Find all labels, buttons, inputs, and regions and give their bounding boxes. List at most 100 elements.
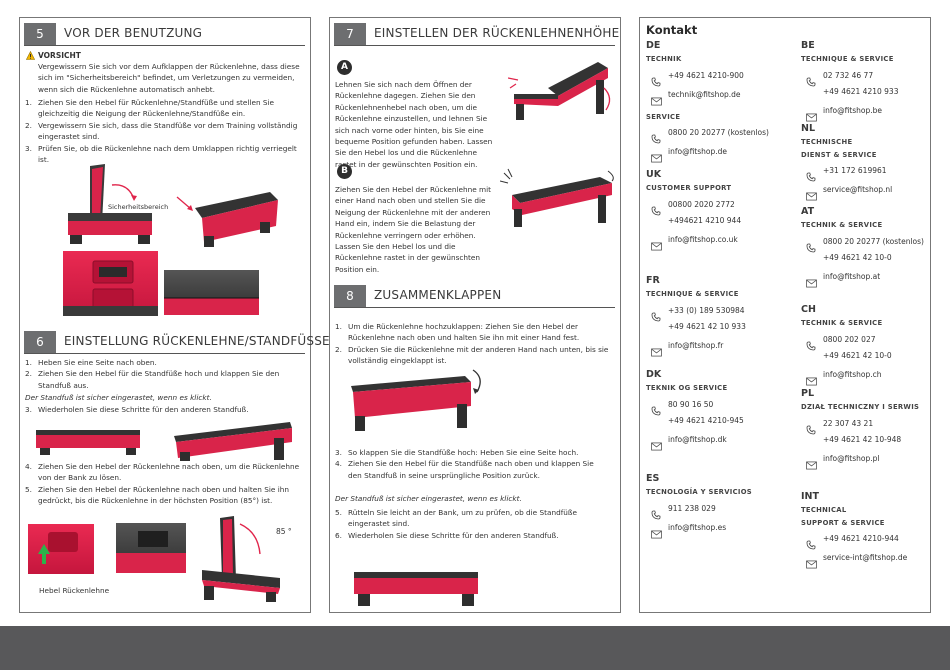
phone-number: 0800 20 20277 (kostenlos) — [823, 236, 924, 246]
email-link[interactable]: info@fitshop.pl — [823, 453, 880, 463]
text-line: Lassen Sie den Hebel los und die — [335, 242, 456, 252]
bench-85-degree-image — [192, 514, 287, 604]
mail-icon — [806, 554, 817, 569]
email-link[interactable]: service-int@fitshop.de — [823, 553, 908, 562]
mail-icon — [806, 107, 817, 121]
step-b-badge: B — [337, 164, 352, 179]
step-number: 2. — [25, 369, 32, 379]
panel-adjust: 7 EINSTELLEN DER RÜCKENLEHNENHÖHE A Lehn… — [329, 17, 621, 613]
step-number: 2. — [25, 120, 32, 130]
bench-safety-zone-image — [60, 161, 160, 246]
country-code: INT — [801, 491, 819, 502]
phone-icon — [651, 129, 661, 144]
phone-number: 80 90 16 50 — [668, 399, 714, 409]
text-line: Neigung der Rückenlehne mit der anderen — [335, 207, 491, 217]
step-text: gleichzeitig die Neigung der Rückenlehne… — [38, 109, 246, 119]
step-number: 5. — [335, 508, 342, 517]
country-code: UK — [646, 169, 662, 180]
lever-label: Hebel Rückenlehne — [39, 586, 110, 595]
mail-icon — [806, 273, 817, 287]
phone-icon — [806, 238, 816, 252]
country-code: NL — [801, 123, 816, 134]
phone-icon — [806, 336, 816, 350]
list-item: 6.Wiederholen Sie diese Schritte für den… — [335, 530, 617, 541]
note-click: Der Standfuß ist sicher eingerastet, wen… — [25, 393, 212, 402]
list-item: 1.Ziehen Sie den Hebel für Rückenlehne/S… — [25, 97, 307, 120]
phone-icon — [651, 401, 661, 415]
phone-number: 911 238 029 — [668, 503, 716, 513]
list-item: 4.Ziehen Sie den Hebel für die Standfüße… — [335, 458, 617, 481]
steps-section-8c: 5.Rütteln Sie leicht an der Bank, um zu … — [335, 507, 617, 541]
email-link[interactable]: info@fitshop.be — [823, 105, 883, 115]
email-link[interactable]: info@fitshop.es — [668, 522, 727, 532]
text-line: sich im "Sicherheitsbereich" befindet, u… — [38, 73, 295, 83]
step-b-text: Ziehen Sie den Hebel der Rückenlehne mit… — [335, 184, 499, 275]
step-text: eingerastet sind. — [38, 132, 100, 142]
email-link[interactable]: info@fitshop.ch — [823, 369, 882, 379]
service-label: TECHNISCHE — [801, 138, 853, 146]
section-6-header: 6 EINSTELLUNG RÜCKENLEHNE/STANDFÜSSE — [24, 331, 330, 354]
step-number: 4. — [335, 459, 342, 469]
section-title: EINSTELLEN DER RÜCKENLEHNENHÖHE — [374, 26, 620, 40]
bench-incline-image-b — [500, 165, 618, 231]
country-code: FR — [646, 275, 660, 286]
step-number: 3. — [25, 405, 32, 414]
service-label: TECHNIQUE & SERVICE — [801, 55, 894, 63]
step-text: Drücken Sie die Rückenlehne mit der ande… — [348, 344, 609, 354]
text-line: Rückenlehnenhebel nach oben, um die — [335, 102, 478, 112]
mail-icon — [651, 236, 662, 250]
email-link[interactable]: info@fitshop.de — [668, 147, 728, 156]
email-link[interactable]: info@fitshop.co.uk — [668, 234, 738, 244]
list-item: 5.Rütteln Sie leicht an der Bank, um zu … — [335, 507, 617, 530]
mail-icon — [806, 455, 817, 469]
phone-icon — [651, 307, 661, 321]
email-link[interactable]: service@fitshop.nl — [823, 185, 893, 194]
service-label: DIENST & SERVICE — [801, 150, 877, 159]
service-label: DZIAŁ TECHNICZNY I SERWIS — [801, 403, 920, 411]
bench-feet-image-2 — [170, 418, 294, 462]
text-line: Rückenlehne einzustellen, und lehnen Sie — [335, 114, 488, 124]
email-link[interactable]: info@fitshop.fr — [668, 340, 724, 350]
email-link[interactable]: technik@fitshop.de — [668, 89, 741, 99]
section-number: 7 — [334, 23, 366, 45]
contact-heading: Kontakt — [646, 23, 698, 37]
lever-detail-image — [116, 523, 186, 573]
step-text: Prüfen Sie, ob die Rückenlehne nach dem … — [38, 143, 297, 165]
phone-number: +49 4621 4210-944 — [823, 534, 899, 543]
phone-icon — [651, 72, 661, 86]
footer-bar — [0, 626, 950, 670]
step-text: Rückenlehne nach oben und halten Sie ihn… — [348, 333, 580, 343]
phone-icon — [806, 72, 816, 86]
steps-section-8a: 1.Um die Rückenlehne hochzuklappen: Zieh… — [335, 321, 617, 367]
country-code: PL — [801, 388, 815, 399]
backrest-lever-image — [28, 524, 94, 574]
step-text: eingerastet sind. — [348, 519, 410, 529]
step-number: 2. — [335, 344, 342, 354]
section-number: 6 — [24, 331, 56, 353]
step-number: 1. — [25, 98, 32, 107]
phone-number: 22 307 43 21 — [823, 418, 874, 428]
country-code: DE — [646, 40, 661, 51]
lever-closeup-image — [63, 251, 158, 316]
email-link[interactable]: info@fitshop.at — [823, 271, 881, 281]
service-label: TECHNICAL — [801, 506, 847, 514]
bench-folded-image — [190, 186, 283, 248]
text-line: bequeme Position gefunden haben. Lassen — [335, 137, 493, 147]
step-number: 3. — [25, 143, 32, 153]
step-text: Vergewissern Sie sich, dass die Standfüß… — [38, 120, 298, 130]
service-label: TEKNIK OG SERVICE — [646, 384, 728, 392]
note-click-8: Der Standfuß ist sicher eingerastet, wen… — [335, 494, 522, 503]
email-link[interactable]: info@fitshop.dk — [668, 434, 727, 444]
section-5-header: 5 VOR DER BENUTZUNG — [24, 23, 305, 46]
phone-number: 00800 2020 2772 — [668, 199, 735, 209]
phone-number: +494621 4210 944 — [668, 215, 742, 225]
service-label: SERVICE — [646, 112, 681, 121]
step-number: 1. — [335, 322, 342, 331]
step-number: 4. — [25, 462, 32, 471]
text-line: Rückenlehne verringern oder erhöhen. — [335, 230, 476, 240]
text-line: Rückenlehne dagegen. Ziehen Sie den — [335, 91, 476, 101]
warning-triangle-icon — [26, 51, 35, 60]
phone-icon — [806, 420, 816, 434]
